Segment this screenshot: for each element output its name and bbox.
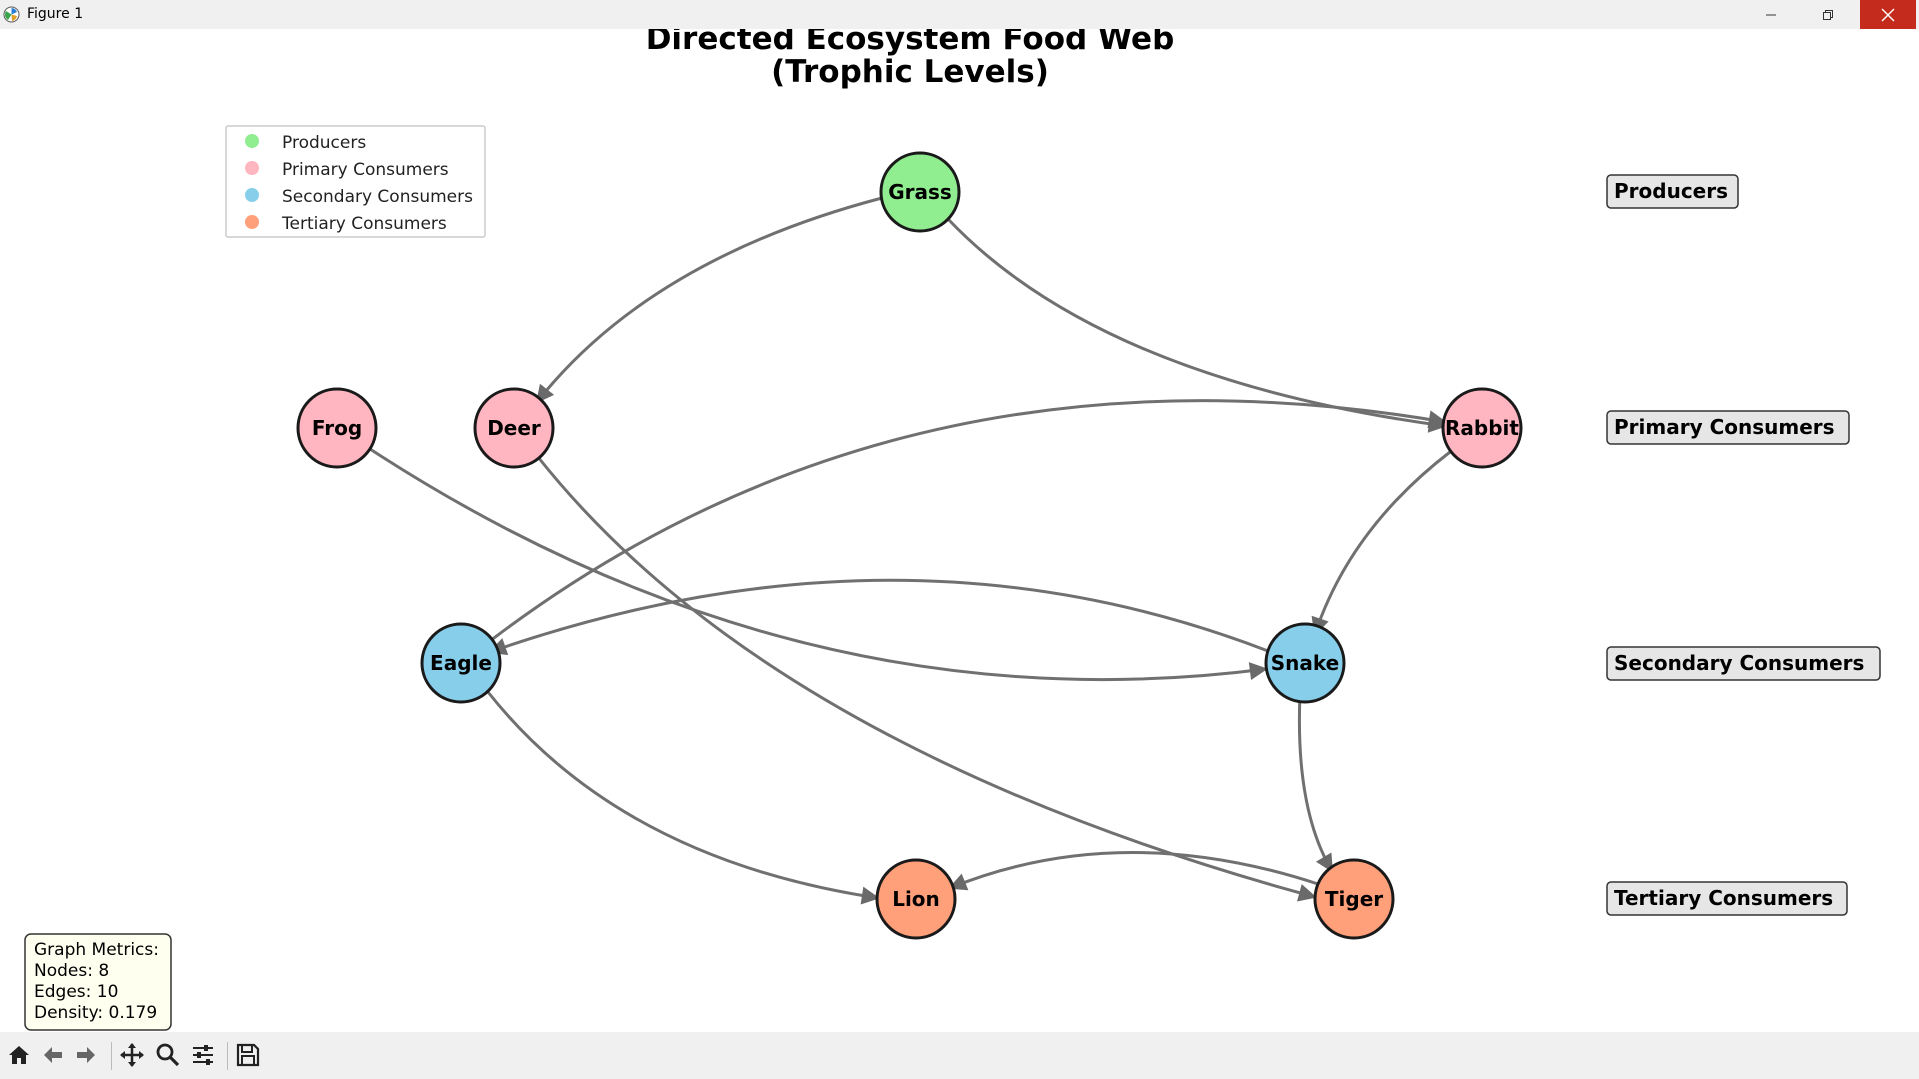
edge-grass-deer xyxy=(535,196,883,404)
back-icon xyxy=(44,1047,62,1063)
figure-title-line1: Directed Ecosystem Food Web xyxy=(646,29,1175,57)
legend: Producers Primary Consumers Secondary Co… xyxy=(225,125,486,238)
level-label-secondary: Secondary Consumers xyxy=(1614,651,1864,675)
node-snake: Snake xyxy=(1264,622,1346,704)
legend-label-secondary: Secondary Consumers xyxy=(282,187,473,207)
forward-button[interactable] xyxy=(71,1040,101,1070)
toolbar-separator xyxy=(111,1042,112,1070)
legend-label-primary: Primary Consumers xyxy=(282,160,449,180)
edge-eagle-rabbit xyxy=(489,399,1447,643)
window-title: Figure 1 xyxy=(27,6,84,22)
matplotlib-app-icon xyxy=(3,6,20,23)
forward-icon xyxy=(77,1047,95,1063)
node-label-frog: Frog xyxy=(312,416,362,440)
level-labels: Producers Primary Consumers Secondary Co… xyxy=(1606,174,1881,916)
level-label-box-primary xyxy=(1606,410,1850,445)
save-button[interactable] xyxy=(233,1040,263,1070)
close-button[interactable] xyxy=(1860,0,1916,29)
node-label-lion: Lion xyxy=(892,887,940,911)
edge-tiger-lion xyxy=(948,851,1319,891)
node-grass: Grass xyxy=(879,151,961,233)
navigation-toolbar xyxy=(0,1032,1919,1079)
edges-layer xyxy=(369,196,1451,905)
pan-icon xyxy=(120,1043,144,1067)
close-icon xyxy=(1881,8,1895,21)
window-titlebar: Figure 1 xyxy=(0,0,1919,29)
configure-subplots-button[interactable] xyxy=(188,1040,218,1070)
legend-swatch-secondary xyxy=(245,188,259,202)
level-label-primary: Primary Consumers xyxy=(1614,415,1835,439)
metrics-edges: Edges: 10 xyxy=(34,982,118,1002)
node-frog: Frog xyxy=(296,387,378,469)
metrics-nodes: Nodes: 8 xyxy=(34,961,109,981)
node-eagle: Eagle xyxy=(420,622,502,704)
save-icon xyxy=(236,1043,260,1067)
level-label-box-tertiary xyxy=(1606,881,1848,916)
zoom-button[interactable] xyxy=(153,1040,183,1070)
food-web-graph: Directed Ecosystem Food Web (Trophic Lev… xyxy=(24,29,1881,1031)
edge-snake-eagle xyxy=(488,578,1269,656)
level-label-tertiary: Tertiary Consumers xyxy=(1614,886,1833,910)
edge-frog-snake xyxy=(369,447,1268,682)
node-deer: Deer xyxy=(473,387,555,469)
legend-box xyxy=(225,125,486,238)
node-label-rabbit: Rabbit xyxy=(1445,416,1519,440)
figure-canvas: Directed Ecosystem Food Web (Trophic Lev… xyxy=(0,29,1919,1032)
node-lion: Lion xyxy=(875,858,957,940)
legend-swatch-tertiary xyxy=(245,215,259,229)
legend-swatch-primary xyxy=(245,161,259,175)
node-label-snake: Snake xyxy=(1271,651,1339,675)
figure-title-line2: (Trophic Levels) xyxy=(771,54,1049,90)
graph-metrics-box: Graph Metrics: Nodes: 8 Edges: 10 Densit… xyxy=(24,933,172,1031)
back-button[interactable] xyxy=(38,1040,68,1070)
restore-button[interactable] xyxy=(1800,0,1856,29)
home-icon xyxy=(9,1046,29,1064)
node-label-eagle: Eagle xyxy=(430,651,492,675)
level-label-producers: Producers xyxy=(1614,179,1728,203)
edge-eagle-lion xyxy=(486,691,880,905)
edge-rabbit-snake xyxy=(1311,450,1451,636)
metrics-heading: Graph Metrics: xyxy=(34,940,159,960)
node-label-deer: Deer xyxy=(487,416,541,440)
configure-subplots-icon xyxy=(193,1045,213,1065)
metrics-box-background xyxy=(24,933,172,1031)
restore-icon xyxy=(1823,9,1833,20)
node-label-grass: Grass xyxy=(888,180,952,204)
legend-label-tertiary: Tertiary Consumers xyxy=(281,214,447,234)
node-label-tiger: Tiger xyxy=(1325,887,1383,911)
legend-swatch-producers xyxy=(245,134,259,148)
minimize-button[interactable] xyxy=(1743,0,1799,29)
edge-deer-tiger xyxy=(536,456,1317,902)
legend-label-producers: Producers xyxy=(282,133,366,153)
edge-grass-rabbit xyxy=(946,217,1447,433)
home-button[interactable] xyxy=(4,1040,34,1070)
node-tiger: Tiger xyxy=(1313,858,1395,940)
toolbar-separator xyxy=(227,1042,228,1070)
zoom-icon xyxy=(156,1043,180,1067)
level-label-box-secondary xyxy=(1606,646,1881,681)
node-rabbit: Rabbit xyxy=(1441,387,1523,469)
pan-button[interactable] xyxy=(117,1040,147,1070)
level-label-box-producers xyxy=(1606,174,1739,209)
edge-snake-tiger xyxy=(1297,693,1334,873)
minimize-icon xyxy=(1766,14,1776,15)
metrics-density: Density: 0.179 xyxy=(34,1003,157,1023)
